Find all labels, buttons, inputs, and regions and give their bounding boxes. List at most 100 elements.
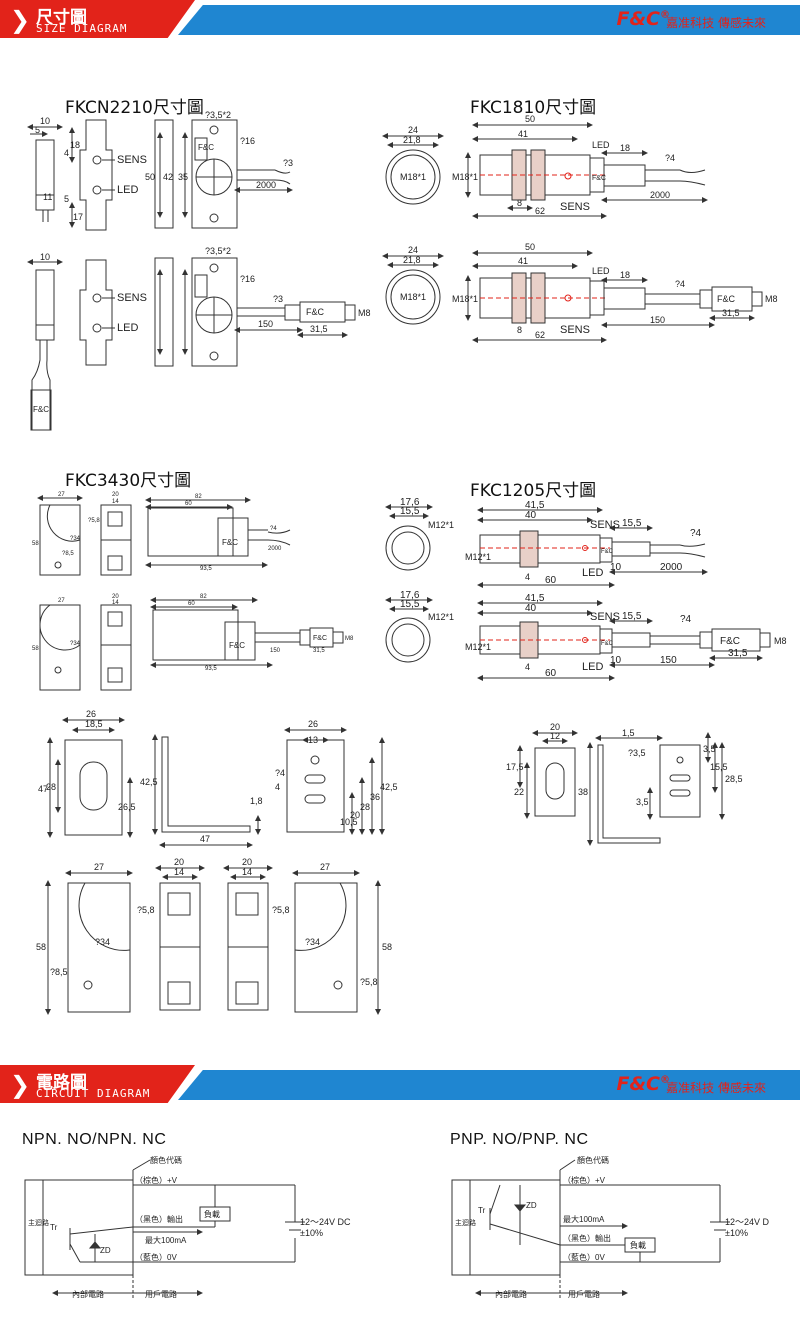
dim-label: 21,8 <box>403 255 421 265</box>
user-circuit-label: 用戶電路 <box>145 1289 177 1299</box>
brand-mark: F&C <box>717 294 736 304</box>
dim-label: ?8,5 <box>50 967 68 977</box>
max-current-label: 最大100mA <box>145 1235 187 1245</box>
dim-label: ?4 <box>275 768 285 778</box>
dim-label: 58 <box>36 942 46 952</box>
dim-label: 31,5 <box>313 648 325 654</box>
supply-label: 12～24V DC <box>300 1217 351 1227</box>
size-diagram-banner: ❯ 尺寸圖 SIZE DIAGRAM F&C® 嘉准科技 傳感未來 <box>0 0 800 38</box>
banner-title-en: SIZE DIAGRAM <box>36 22 128 35</box>
dim-label: 31,5 <box>728 648 748 659</box>
brand-logo: F&C® <box>616 8 671 30</box>
dim-label: 50 <box>525 242 535 252</box>
led-label: LED <box>117 322 138 334</box>
dim-label: 11 <box>43 192 52 202</box>
dim-label: ?5,8 <box>360 977 378 987</box>
dim-label: 18 <box>70 140 80 150</box>
dim-label: ?8,5 <box>62 551 74 557</box>
led-label: LED <box>592 140 610 150</box>
dim-label: 5 <box>64 194 69 204</box>
sens-label: SENS <box>560 324 590 336</box>
dim-label: M12*1 <box>465 552 491 562</box>
dim-label: 2000 <box>660 562 683 573</box>
brand-mark: F&C <box>720 636 740 647</box>
dim-label: ?3,5 <box>628 748 646 758</box>
tr-label: Tr <box>478 1206 486 1215</box>
dim-label: 82 <box>200 594 207 600</box>
dim-label: M8 <box>345 636 354 642</box>
bracket-18-drawing <box>47 717 385 848</box>
dim-label: M18*1 <box>400 292 426 302</box>
dim-label: 27 <box>58 492 65 498</box>
dim-label: 41 <box>518 129 528 139</box>
inner-circuit-label: 內部電路 <box>495 1289 527 1299</box>
dim-label: 15,5 <box>622 518 642 529</box>
dim-label: ?4 <box>270 526 277 532</box>
dim-label: 18,5 <box>85 719 103 729</box>
tr-label: Tr <box>50 1223 58 1232</box>
dim-label: M12*1 <box>428 612 454 622</box>
brand-logo: F&C® <box>616 1073 671 1095</box>
chevron-right-icon: ❯ <box>10 1071 31 1099</box>
dim-label: 40 <box>525 603 537 614</box>
pnp-circuit <box>451 1159 730 1300</box>
sens-label: SENS <box>590 519 620 531</box>
dim-label: 50 <box>145 172 155 182</box>
dim-label: 47 <box>200 834 210 844</box>
dim-label: 20 <box>174 857 184 867</box>
fkcn2210-drawing-upper <box>27 119 293 231</box>
dim-label: 15,5 <box>400 506 420 517</box>
chevron-right-icon: ❯ <box>10 6 31 34</box>
circuit-diagram-banner: ❯ 電路圖 CIRCUIT DIAGRAM F&C® 嘉准科技 傳感未來 <box>0 1065 800 1103</box>
dim-label: 150 <box>660 655 677 666</box>
fkc1205-drawing-upper <box>385 504 708 588</box>
fkc1810-drawing-upper <box>382 122 708 219</box>
dim-label: 150 <box>258 319 273 329</box>
dim-label: 82 <box>195 494 202 500</box>
pnp-title: PNP. NO/PNP. NC <box>450 1131 589 1148</box>
dim-label: 38 <box>578 787 588 797</box>
dim-label: 3,5 <box>703 744 716 754</box>
dim-label: 2000 <box>650 190 670 200</box>
brown-wire-label: （棕色）+V <box>563 1175 606 1185</box>
dim-label: 17,6 <box>400 497 420 508</box>
dim-label: 4 <box>64 148 69 158</box>
fkc1810-drawing-lower <box>382 250 763 343</box>
dim-label: M8 <box>358 308 371 318</box>
dim-label: 22 <box>514 787 524 797</box>
dim-label: 62 <box>535 330 545 340</box>
npn-title: NPN. NO/NPN. NC <box>22 1131 167 1148</box>
sens-label: SENS <box>560 201 590 213</box>
dim-label: 4 <box>275 782 280 792</box>
main-circuit-label: 主迴路 <box>28 1218 49 1227</box>
dim-label: 31,5 <box>722 308 740 318</box>
brand-mark: F&C <box>592 175 606 182</box>
load-label: 負載 <box>204 1209 220 1219</box>
supply-label: 12～24V D <box>725 1217 770 1227</box>
dim-label: 2000 <box>268 546 282 552</box>
brand-mark: F&C <box>306 307 325 317</box>
dim-label: 60 <box>188 601 195 607</box>
fkc3430-drawing-lower <box>39 597 344 691</box>
dim-label: 17 <box>73 212 83 222</box>
led-label: LED <box>582 567 603 579</box>
black-wire-label: （黑色）輸出 <box>135 1214 183 1224</box>
dim-label: 17,5 <box>506 762 524 772</box>
dim-label: 58 <box>32 646 39 652</box>
dim-label: 1,8 <box>250 796 263 806</box>
dim-label: 27 <box>320 862 330 872</box>
brand-mark: F&C <box>313 635 327 642</box>
dim-label: 31,5 <box>310 324 328 334</box>
dim-label: M8 <box>765 294 778 304</box>
dim-label: 42 <box>163 172 173 182</box>
dim-label: 18 <box>620 143 630 153</box>
dim-label: 8 <box>517 198 522 208</box>
dim-label: 28 <box>46 782 56 792</box>
zd-label: ZD <box>100 1246 111 1255</box>
dim-label: 20 <box>550 722 560 732</box>
fkcn2210-title: FKCN2210尺寸圖 <box>65 98 204 118</box>
load-label: 負載 <box>630 1240 646 1250</box>
led-label: LED <box>582 661 603 673</box>
dim-label: ?4 <box>665 153 675 163</box>
dim-label: ?16 <box>240 136 255 146</box>
